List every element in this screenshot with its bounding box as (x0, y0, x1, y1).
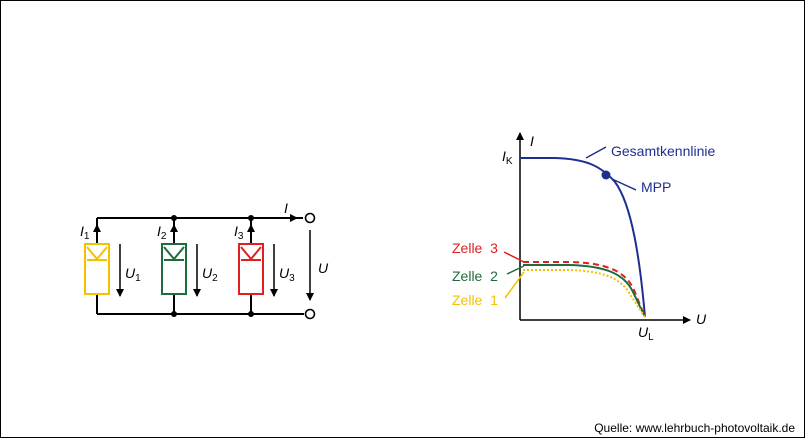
junction-bottom-2 (171, 311, 177, 317)
cell1-iv-curve (523, 269, 646, 318)
current-label-2: I2 (157, 223, 167, 242)
iv-chart: I U IK UL Gesamtkennlinie MPP Zelle 3 Ze… (452, 132, 715, 343)
total-current-label: I (284, 200, 288, 216)
current-label-1: I1 (80, 223, 90, 242)
voltage-label-2: U2 (202, 265, 218, 284)
cell3-leader (503, 251, 525, 263)
junction-top-2 (171, 215, 177, 221)
mpp-leader (611, 178, 637, 191)
solar-cell-2 (161, 243, 187, 295)
mpp-label: MPP (641, 179, 671, 195)
cell3-label: Zelle 3 (452, 240, 498, 256)
total-leader (585, 146, 607, 159)
terminal-bottom (304, 308, 316, 320)
cell2-iv-curve (523, 264, 646, 318)
total-curve-label: Gesamtkennlinie (611, 143, 715, 159)
ul-label: UL (638, 324, 654, 343)
cell1-label: Zelle 1 (452, 292, 498, 308)
x-axis-label: U (696, 311, 707, 327)
ik-label: IK (502, 148, 513, 167)
total-iv-curve (520, 157, 646, 318)
mpp-point (601, 170, 611, 180)
voltage-label-3: U3 (279, 265, 295, 284)
total-voltage-label: U (318, 260, 329, 276)
cell1-leader (504, 271, 525, 299)
source-credit: Quelle: www.lehrbuch-photovoltaik.de (594, 421, 795, 435)
junction-bottom-3 (248, 311, 254, 317)
current-label-3: I3 (234, 223, 244, 242)
junction-top-3 (248, 215, 254, 221)
solar-cell-1 (84, 243, 110, 295)
solar-cell-3 (238, 243, 264, 295)
cell2-label: Zelle 2 (452, 268, 498, 284)
terminal-top (304, 212, 316, 224)
cell2-leader (506, 265, 525, 275)
y-axis-label: I (530, 133, 534, 149)
parallel-circuit (96, 217, 304, 315)
voltage-label-1: U1 (125, 265, 141, 284)
